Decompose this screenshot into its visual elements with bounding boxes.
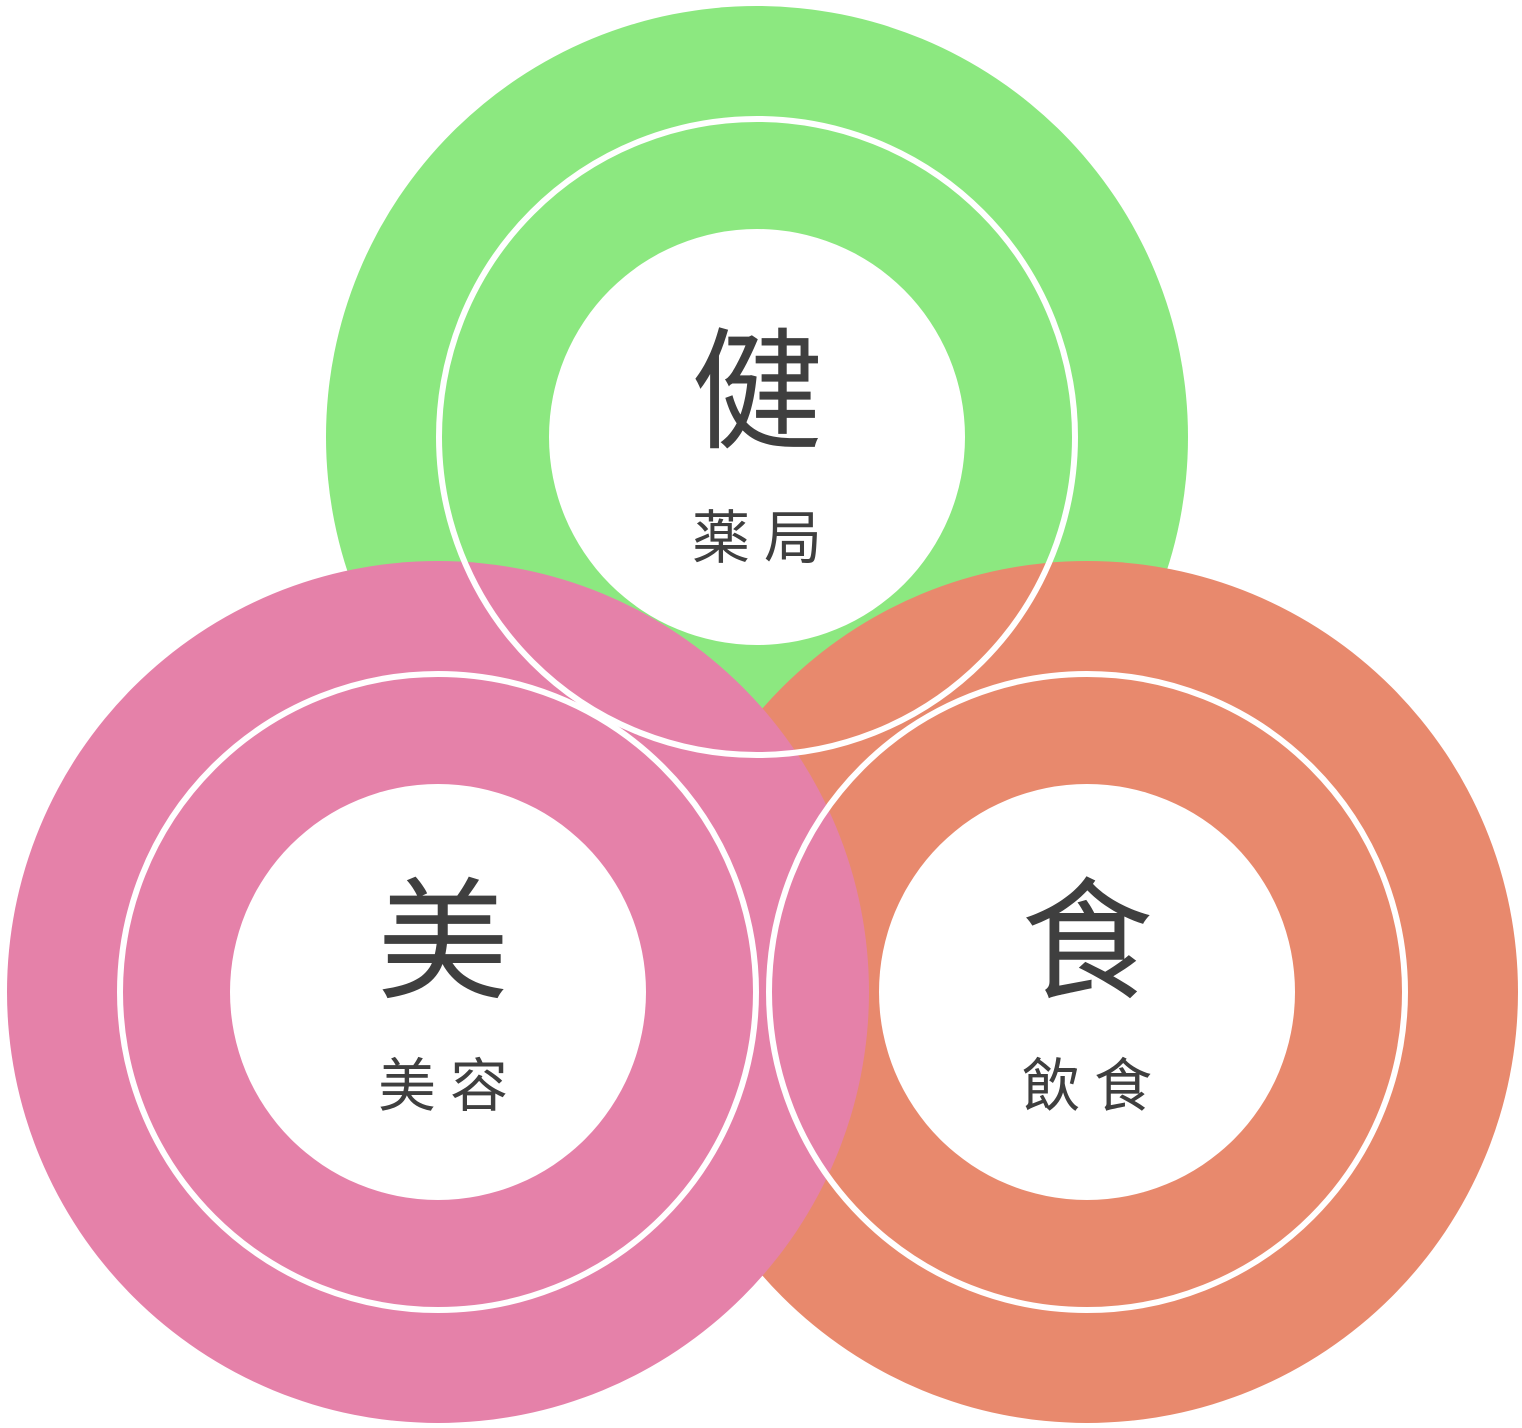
health-label: 薬局 xyxy=(692,504,836,572)
health-inner-circle xyxy=(549,229,965,645)
beauty-middle-ring xyxy=(117,671,759,1313)
food-char: 食 xyxy=(1021,866,1153,1020)
beauty-inner-circle xyxy=(230,784,646,1200)
food-middle-ring xyxy=(766,671,1408,1313)
food-inner-circle xyxy=(879,784,1295,1200)
beauty-char: 美 xyxy=(377,866,509,1020)
food-label: 飲食 xyxy=(1022,1052,1166,1120)
health-char: 健 xyxy=(691,316,823,470)
beauty-label: 美容 xyxy=(378,1052,522,1120)
health-middle-ring xyxy=(436,116,1078,758)
